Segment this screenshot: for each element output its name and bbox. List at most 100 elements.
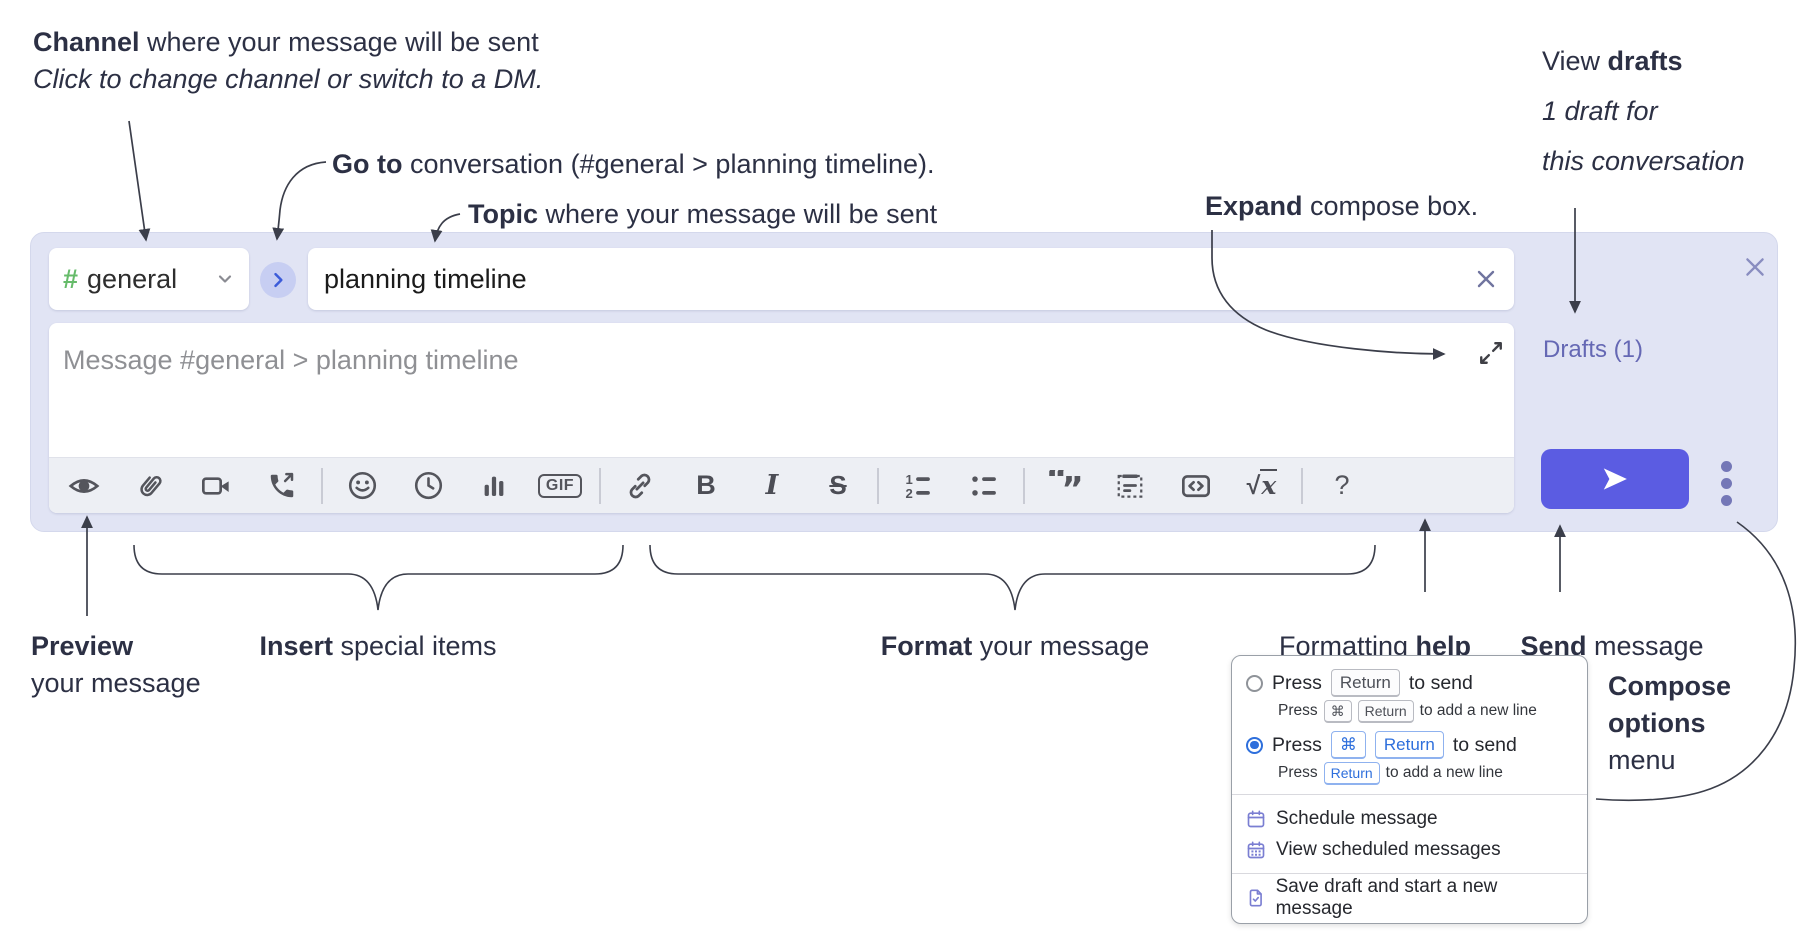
- send-plane-icon: [1603, 468, 1627, 490]
- eye-icon: [68, 478, 100, 493]
- option-cmd-return-subtext: Press Return to add a new line: [1278, 760, 1573, 786]
- bulleted-list-button[interactable]: [961, 465, 1007, 507]
- sqrt-x-icon: √x: [1246, 468, 1278, 500]
- annotation-topic: Topic where your message will be sent: [468, 199, 938, 229]
- annotation-view-drafts: View drafts 1 draft for this conversatio…: [1542, 46, 1745, 176]
- toolbar-divider: [1301, 467, 1303, 504]
- dot: [1720, 460, 1732, 472]
- key-cmd: ⌘: [1330, 731, 1366, 759]
- link-button[interactable]: [617, 465, 663, 507]
- key-return: Return: [1330, 669, 1400, 697]
- toolbar-divider: [321, 467, 323, 504]
- channel-hash-icon: #: [63, 263, 79, 294]
- compose-options-menu: Press Return to send Press ⌘ Return to a…: [1231, 655, 1588, 924]
- video-camera-icon: [202, 476, 229, 495]
- spoiler-icon: [1117, 474, 1143, 498]
- italic-button[interactable]: I: [749, 465, 795, 507]
- quote-button[interactable]: “”: [1041, 465, 1087, 507]
- emoji-button[interactable]: [339, 465, 385, 507]
- chevron-down-icon: [218, 275, 232, 283]
- gif-icon: GIF: [537, 473, 583, 498]
- topic-value: planning timeline: [324, 263, 527, 294]
- clock-icon: [414, 471, 442, 500]
- radio-selected[interactable]: [1246, 736, 1263, 754]
- message-placeholder: Message #general > planning timeline: [63, 345, 519, 375]
- channel-name: general: [87, 263, 178, 294]
- goto-conversation-button[interactable]: [260, 262, 296, 298]
- poll-button[interactable]: [471, 465, 517, 507]
- compose-toolbar: GIF B I S 12 “”: [49, 457, 1514, 513]
- menu-item-schedule-message[interactable]: Schedule message: [1246, 803, 1573, 834]
- toolbar-divider: [877, 467, 879, 504]
- bold-button[interactable]: B: [683, 465, 729, 507]
- key-return: Return: [1323, 761, 1380, 785]
- math-button[interactable]: √x: [1239, 465, 1285, 507]
- code-button[interactable]: [1173, 465, 1219, 507]
- dot: [1720, 494, 1732, 506]
- expand-compose-button[interactable]: [1478, 340, 1504, 366]
- menu-divider: [1232, 794, 1587, 795]
- compose-box: # general planning timeline Message #gen…: [30, 232, 1778, 532]
- svg-text:“: “: [1047, 470, 1068, 499]
- svg-text:1: 1: [906, 472, 913, 487]
- close-compose-button[interactable]: [1739, 251, 1771, 283]
- bold-icon: B: [696, 470, 716, 500]
- calendar-icon: [1247, 810, 1265, 827]
- bulleted-list-icon: [972, 475, 996, 496]
- italic-icon: I: [765, 470, 779, 501]
- preview-button[interactable]: [61, 465, 107, 507]
- link-icon: [629, 473, 651, 498]
- annotation-goto: Go to conversation (#general > planning …: [332, 149, 935, 179]
- clear-topic-icon[interactable]: [1474, 267, 1498, 291]
- bar-chart-icon: [484, 476, 504, 496]
- code-icon: [1182, 474, 1210, 497]
- svg-text:2: 2: [906, 485, 913, 500]
- option-cmd-return-to-send[interactable]: Press ⌘ Return to send: [1246, 730, 1573, 760]
- quote-icon: “”: [1047, 470, 1081, 502]
- svg-text:”: ”: [1061, 470, 1081, 502]
- spoiler-button[interactable]: [1107, 465, 1153, 507]
- annotation-compose-options: Compose options menu: [1608, 671, 1732, 775]
- annotation-expand: Expand compose box.: [1205, 191, 1479, 221]
- dot: [1720, 477, 1732, 489]
- key-cmd: ⌘: [1323, 699, 1352, 723]
- video-call-button[interactable]: [193, 465, 239, 507]
- paperclip-icon: [140, 475, 162, 496]
- menu-divider: [1232, 873, 1587, 874]
- message-textarea[interactable]: Message #general > planning timeline: [49, 323, 1514, 513]
- phone-call-icon: [270, 472, 294, 497]
- menu-item-save-draft[interactable]: Save draft and start a new message: [1246, 876, 1573, 919]
- topic-input[interactable]: planning timeline: [308, 248, 1514, 310]
- key-return: Return: [1374, 731, 1444, 759]
- key-return: Return: [1357, 699, 1414, 723]
- toolbar-divider: [1023, 467, 1025, 504]
- expand-icon: [1480, 342, 1502, 364]
- question-mark-icon: ?: [1334, 470, 1350, 500]
- smiley-icon: [348, 471, 376, 500]
- channel-selector[interactable]: # general: [49, 248, 249, 310]
- annotation-preview: Preview your message: [31, 631, 201, 698]
- close-icon: [1746, 258, 1764, 276]
- voice-call-button[interactable]: [259, 465, 305, 507]
- strikethrough-button[interactable]: S: [815, 465, 861, 507]
- annotation-format: Format your message: [880, 631, 1150, 661]
- toolbar-divider: [599, 467, 601, 504]
- radio-unselected[interactable]: [1246, 674, 1263, 692]
- global-time-button[interactable]: [405, 465, 451, 507]
- gif-button[interactable]: GIF: [537, 465, 583, 507]
- calendar-grid-icon: [1247, 841, 1265, 858]
- drafts-link[interactable]: Drafts (1): [1543, 336, 1644, 363]
- option-return-to-send[interactable]: Press Return to send: [1246, 668, 1573, 698]
- attach-file-button[interactable]: [127, 465, 173, 507]
- option-return-subtext: Press ⌘ Return to add a new line: [1278, 698, 1573, 724]
- menu-item-view-scheduled[interactable]: View scheduled messages: [1246, 834, 1573, 865]
- numbered-list-icon: 12: [906, 472, 930, 500]
- chevron-right-icon: [274, 272, 283, 288]
- send-button[interactable]: [1541, 449, 1689, 509]
- draft-document-icon: [1249, 888, 1262, 907]
- annotation-insert: Insert special items: [259, 631, 497, 661]
- help-button[interactable]: ?: [1319, 465, 1365, 507]
- compose-options-button[interactable]: [1711, 459, 1741, 507]
